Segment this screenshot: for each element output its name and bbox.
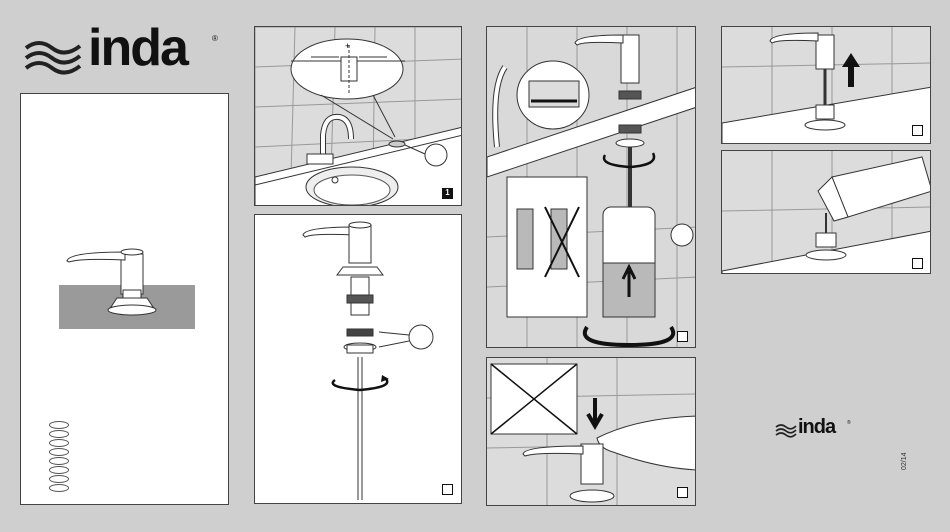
step3-panel (486, 26, 696, 348)
step4-panel (486, 357, 696, 506)
waves-logo-icon (775, 422, 797, 438)
step1-panel: + 1 (254, 26, 462, 206)
callout-circle-icon (409, 325, 433, 349)
step2-panel (254, 214, 462, 504)
footer-brand-name: inda (798, 416, 835, 439)
step3-number (677, 331, 688, 342)
step6-panel (721, 150, 931, 274)
svg-text:+: + (345, 41, 350, 51)
document-code: 02/14 (901, 452, 908, 470)
step5-number (912, 125, 923, 136)
step6-number (912, 258, 923, 269)
step4-number (677, 487, 688, 498)
step1-number: 1 (442, 188, 453, 199)
footer-registered-mark: ® (847, 420, 851, 426)
callout-circle-icon (425, 144, 447, 166)
step2-number (442, 484, 453, 495)
waves-logo-icon (24, 34, 84, 78)
callout-circle-icon (671, 224, 693, 246)
brand-logo: inda ® (24, 26, 224, 78)
brand-name: inda (88, 18, 187, 78)
language-markers (49, 421, 69, 493)
registered-mark: ® (212, 34, 218, 43)
step5-panel (721, 26, 931, 144)
footer-logo: inda ® (775, 416, 865, 442)
